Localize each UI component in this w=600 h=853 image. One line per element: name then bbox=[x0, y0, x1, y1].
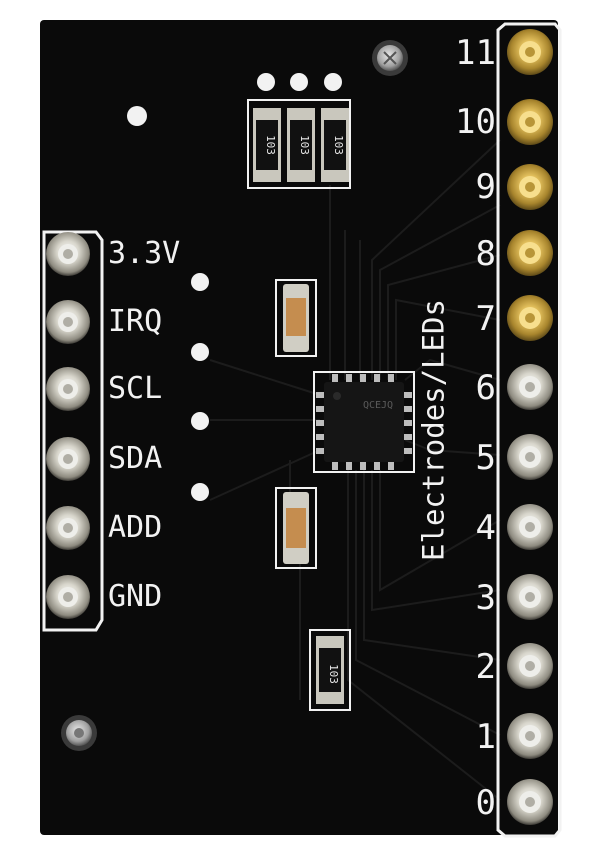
pin-irq-pad bbox=[46, 300, 90, 344]
electrode-11-pad bbox=[507, 29, 553, 75]
solder-dots bbox=[127, 73, 342, 501]
resistor-3 bbox=[321, 108, 349, 182]
resistor-2-code: 103 bbox=[298, 135, 311, 155]
pin-label-irq: IRQ bbox=[108, 304, 163, 339]
right-header-outline bbox=[496, 22, 562, 838]
pin-gnd-pad bbox=[46, 575, 90, 619]
electrode-label-8: 8 bbox=[475, 234, 496, 274]
electrode-7-pad bbox=[507, 295, 553, 341]
electrode-5-pad bbox=[507, 434, 553, 480]
electrode-0-pad bbox=[507, 779, 553, 825]
pin-label-gnd: GND bbox=[108, 579, 163, 614]
pin-scl-pad bbox=[46, 367, 90, 411]
electrode-2-pad bbox=[507, 643, 553, 689]
right-header-pins bbox=[507, 29, 553, 825]
resistor-2 bbox=[287, 108, 315, 182]
electrode-10-pad bbox=[507, 99, 553, 145]
electrode-label-7: 7 bbox=[475, 299, 496, 339]
electrode-9-pad bbox=[507, 164, 553, 210]
pin-label-sda: SDA bbox=[108, 441, 163, 476]
left-header-outline bbox=[42, 230, 104, 632]
electrode-8-pad bbox=[507, 230, 553, 276]
pin-add-pad bbox=[46, 506, 90, 550]
electrode-label-2: 2 bbox=[475, 647, 496, 687]
capacitor-top bbox=[275, 279, 317, 357]
resistor-1-code: 103 bbox=[264, 135, 277, 155]
pin-label-scl: SCL bbox=[108, 371, 163, 406]
electrode-4-pad bbox=[507, 504, 553, 550]
pin-label-add: ADD bbox=[108, 510, 163, 545]
resistor-array: 103 103 103 bbox=[247, 99, 351, 189]
touch-sensor-chip: QCEJQ bbox=[313, 371, 415, 473]
electrodes-leds-title: Electrodes/LEDs bbox=[416, 299, 451, 561]
pin-3v3-pad bbox=[46, 232, 90, 276]
pcb-traces bbox=[209, 139, 501, 801]
electrode-label-3: 3 bbox=[475, 578, 496, 618]
electrode-label-5: 5 bbox=[475, 438, 496, 478]
electrode-1-pad bbox=[507, 713, 553, 759]
pin-label-3v3: 3.3V bbox=[108, 236, 181, 271]
left-header-pins bbox=[46, 232, 90, 619]
electrode-label-6: 6 bbox=[475, 368, 496, 408]
capacitor-bottom bbox=[275, 487, 317, 569]
resistor-bottom: 103 bbox=[309, 629, 351, 711]
electrode-label-10: 10 bbox=[455, 102, 496, 142]
resistor-3-code: 103 bbox=[332, 135, 345, 155]
electrode-3-pad bbox=[507, 574, 553, 620]
pcb-board bbox=[40, 20, 558, 835]
electrode-label-4: 4 bbox=[475, 508, 496, 548]
electrode-6-pad bbox=[507, 364, 553, 410]
mounting-hole-bottom bbox=[61, 715, 97, 751]
chip-marking: QCEJQ bbox=[363, 400, 393, 411]
electrode-label-11: 11 bbox=[455, 33, 496, 73]
electrode-label-0: 0 bbox=[475, 783, 496, 823]
resistor-1 bbox=[253, 108, 281, 182]
pin-sda-pad bbox=[46, 437, 90, 481]
electrode-label-9: 9 bbox=[475, 167, 496, 207]
resistor-bottom-code: 103 bbox=[327, 664, 340, 684]
electrode-label-1: 1 bbox=[475, 717, 496, 757]
mounting-hole-top bbox=[372, 40, 408, 76]
